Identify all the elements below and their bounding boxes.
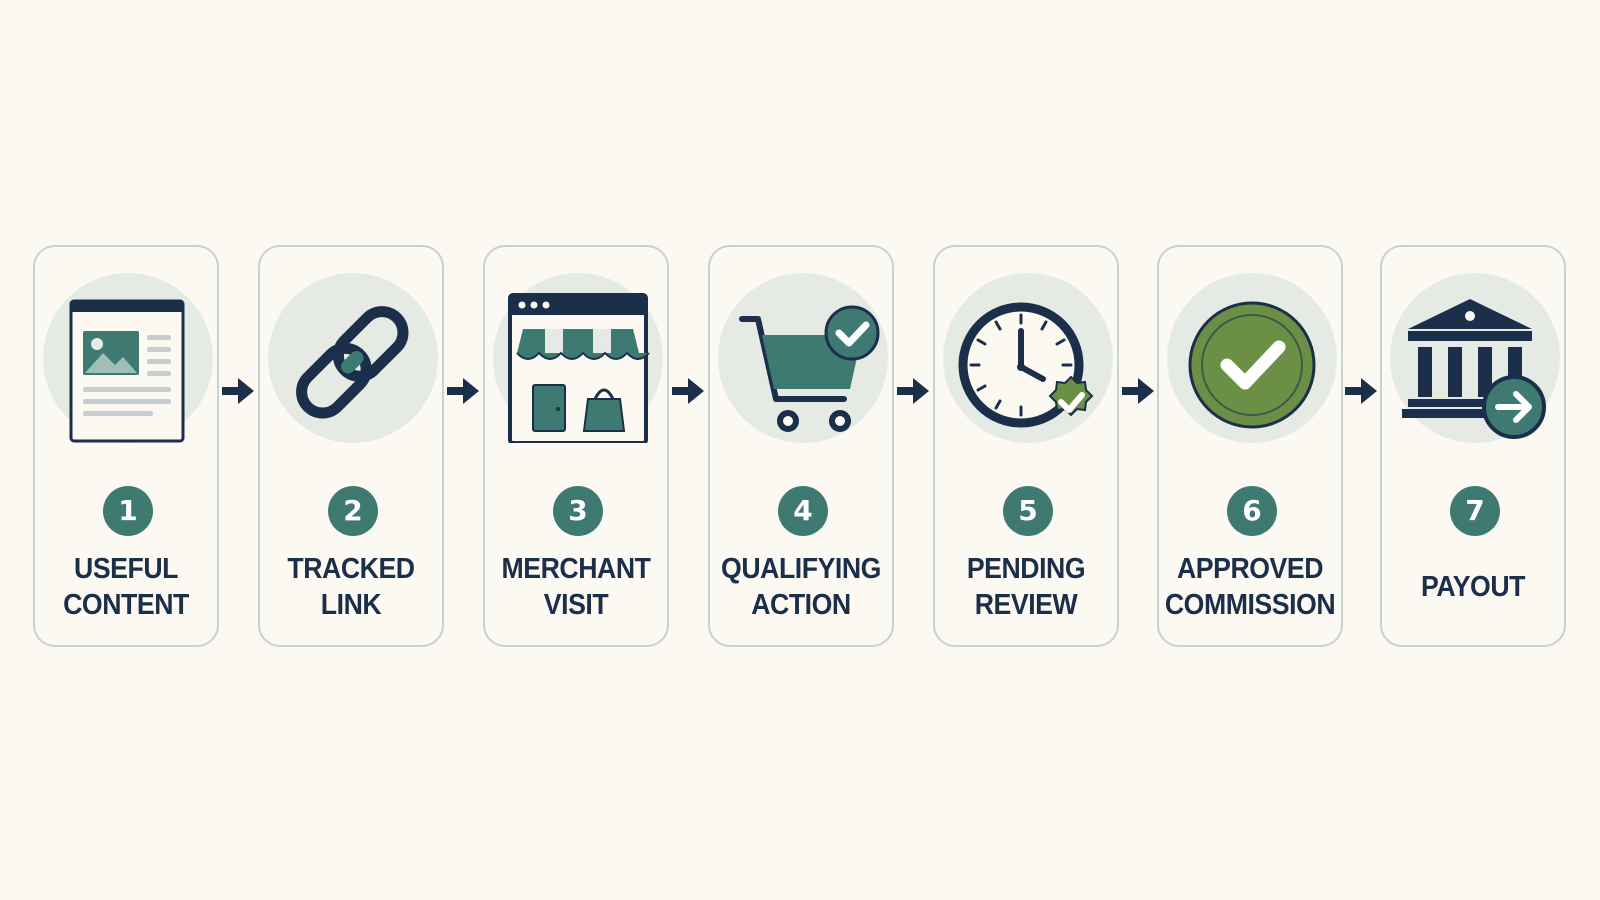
arrow-right-icon: [897, 378, 929, 404]
icon-backdrop: [1390, 273, 1560, 443]
icon-backdrop: [493, 273, 663, 443]
step-label: PAYOUT: [1421, 571, 1525, 603]
step-number-badge: 6: [1227, 486, 1277, 536]
arrow-right-icon: [222, 378, 254, 404]
icon-backdrop: [718, 273, 888, 443]
arrow-right-icon: [672, 378, 704, 404]
step-label: APPROVED COMMISSION: [1164, 553, 1336, 621]
step-number-badge: 4: [778, 486, 828, 536]
link-icon: [296, 306, 409, 419]
article-icon: [69, 299, 185, 443]
arrow-right-icon: [447, 378, 479, 404]
clock-check-icon: [958, 302, 1094, 428]
cart-check-icon: [739, 305, 880, 432]
arrow-right-icon: [1345, 378, 1377, 404]
step-label: MERCHANT VISIT: [501, 553, 651, 621]
step-number-badge: 3: [553, 486, 603, 536]
step-card-payout: 7 PAYOUT: [1380, 245, 1566, 647]
step-label: USEFUL CONTENT: [63, 553, 189, 621]
step-card-useful-content: 1 USEFUL CONTENT: [33, 245, 219, 647]
step-label: TRACKED LINK: [287, 553, 415, 621]
arrow-right-icon: [1122, 378, 1154, 404]
step-card-approved-commission: 6 APPROVED COMMISSION: [1157, 245, 1343, 647]
step-number-badge: 1: [103, 486, 153, 536]
storefront-icon: [508, 293, 650, 443]
step-card-tracked-link: 2 TRACKED LINK: [258, 245, 444, 647]
step-number-badge: 2: [328, 486, 378, 536]
icon-backdrop: [43, 273, 213, 443]
icon-backdrop: [1167, 273, 1337, 443]
step-number-badge: 5: [1003, 486, 1053, 536]
step-card-qualifying-action: 4 QUALIFYING ACTION: [708, 245, 894, 647]
icon-backdrop: [943, 273, 1113, 443]
bank-payout-icon: [1402, 299, 1546, 439]
step-card-pending-review: 5 PENDING REVIEW: [933, 245, 1119, 647]
step-label: PENDING REVIEW: [966, 553, 1086, 621]
icon-backdrop: [268, 273, 438, 443]
step-card-merchant-visit: 3 MERCHANT VISIT: [483, 245, 669, 647]
step-number-badge: 7: [1450, 486, 1500, 536]
step-label: QUALIFYING ACTION: [721, 553, 881, 621]
approved-check-icon: [1188, 301, 1316, 429]
